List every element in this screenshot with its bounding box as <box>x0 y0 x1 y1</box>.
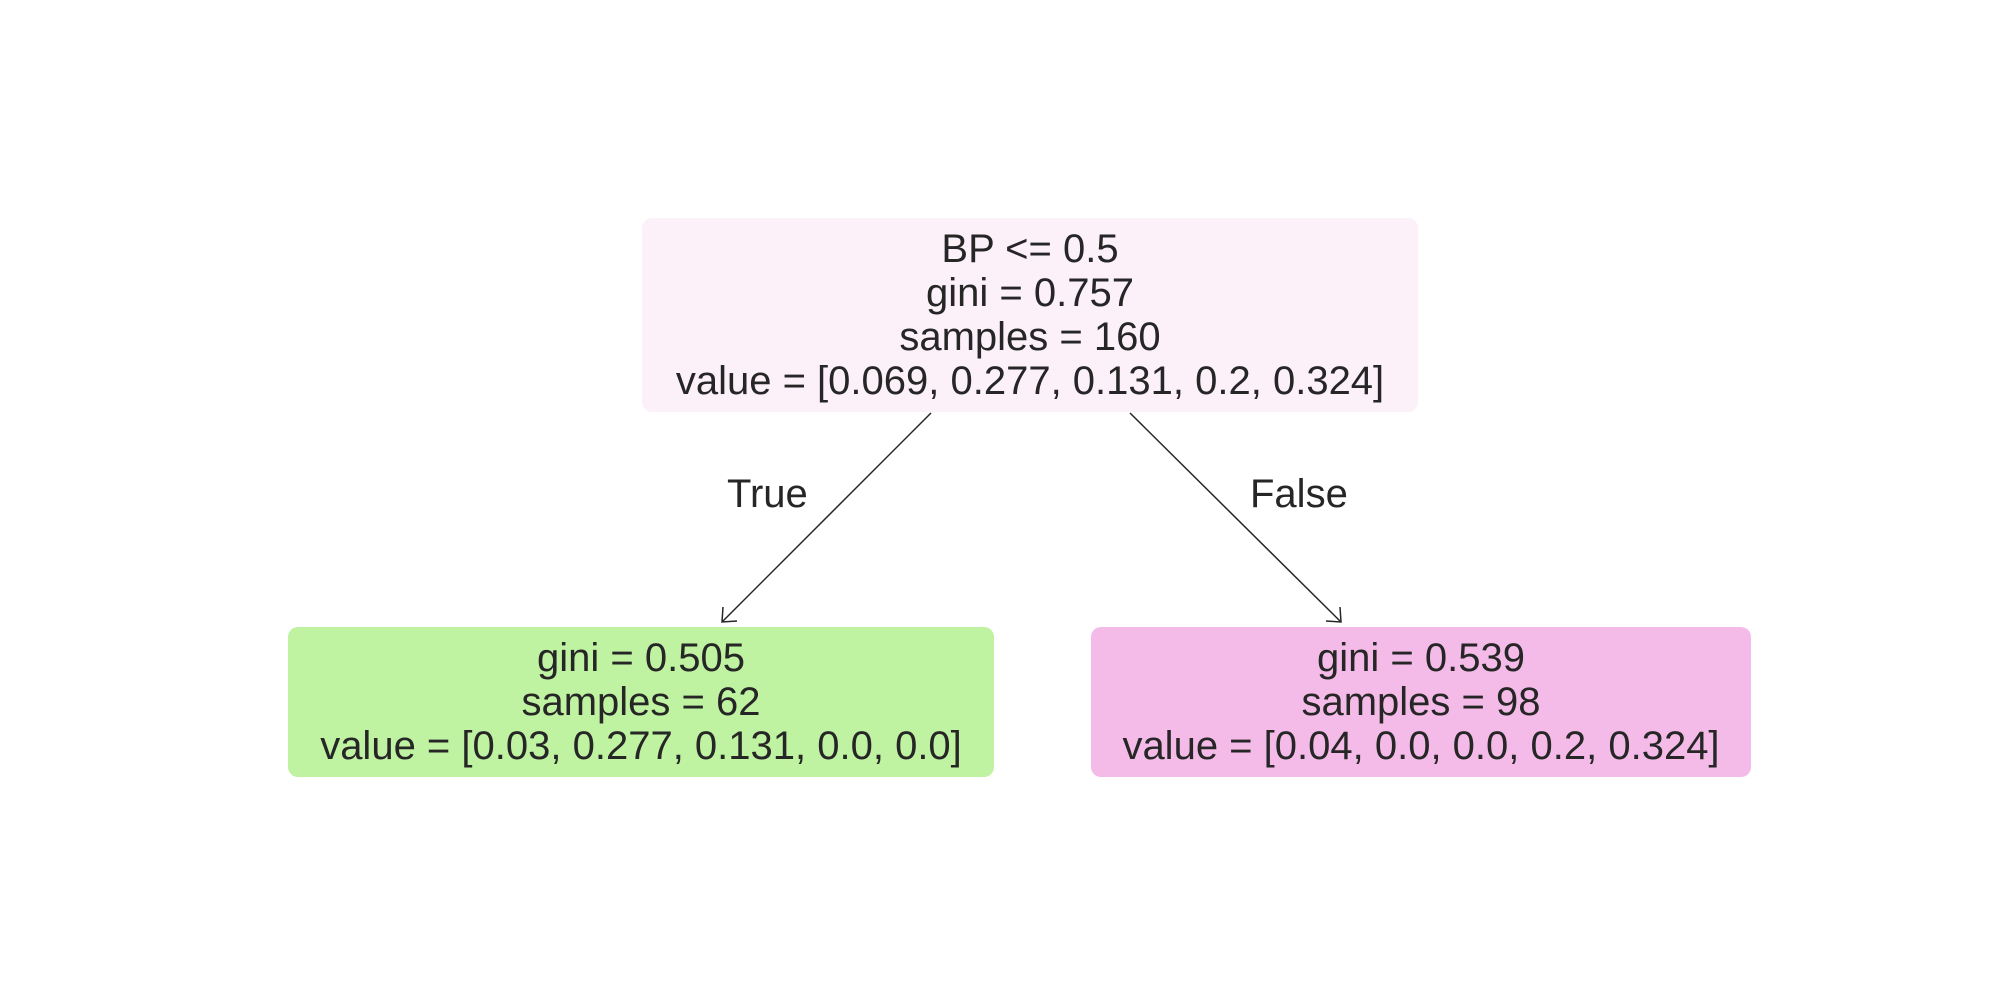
edge-label-true: True <box>727 472 808 516</box>
left-gini: gini = 0.505 <box>537 636 745 680</box>
edge-root-to-left <box>721 412 932 623</box>
root-condition: BP <= 0.5 <box>941 227 1119 271</box>
edge-root-to-right <box>1129 412 1342 623</box>
arrowhead-left-icon <box>721 606 738 623</box>
left-samples: samples = 62 <box>521 680 761 724</box>
root-node: BP <= 0.5 gini = 0.757 samples = 160 val… <box>642 218 1418 412</box>
right-samples: samples = 98 <box>1301 680 1541 724</box>
edge-label-false: False <box>1250 472 1348 516</box>
root-samples: samples = 160 <box>899 315 1161 359</box>
left-leaf-node: gini = 0.505 samples = 62 value = [0.03,… <box>288 627 994 777</box>
root-value: value = [0.069, 0.277, 0.131, 0.2, 0.324… <box>675 359 1385 403</box>
root-gini: gini = 0.757 <box>926 271 1134 315</box>
right-value: value = [0.04, 0.0, 0.0, 0.2, 0.324] <box>1122 724 1720 768</box>
right-gini: gini = 0.539 <box>1317 636 1525 680</box>
left-value: value = [0.03, 0.277, 0.131, 0.0, 0.0] <box>320 724 962 768</box>
arrowhead-right-icon <box>1325 606 1342 623</box>
right-leaf-node: gini = 0.539 samples = 98 value = [0.04,… <box>1091 627 1751 777</box>
